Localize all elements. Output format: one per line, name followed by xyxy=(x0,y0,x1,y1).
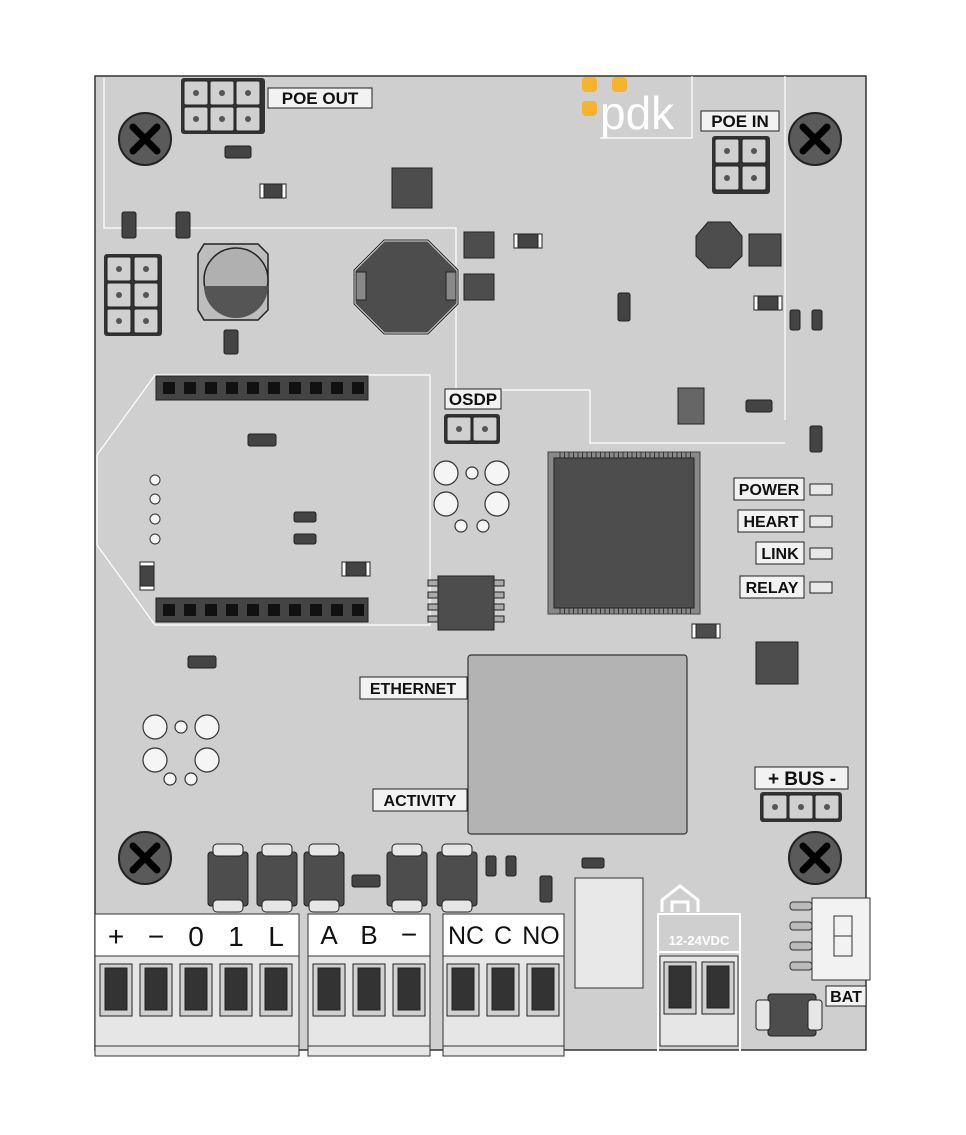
terminal-rs485 xyxy=(307,913,431,1057)
parts-right xyxy=(677,387,799,685)
terminal-reader-minus: − xyxy=(148,921,164,952)
left-header xyxy=(104,254,162,336)
terminal-relay-c: C xyxy=(494,922,512,950)
terminal-rs485-gnd: − xyxy=(401,919,417,950)
led-relay-label: RELAY xyxy=(746,580,799,597)
osdp-label: OSDP xyxy=(449,390,497,409)
poe-out-label: POE OUT xyxy=(282,89,359,108)
terminal-rs485-b: B xyxy=(360,920,377,950)
qfn-chip-top-left xyxy=(391,167,433,209)
poe-in-label-box xyxy=(700,110,780,132)
led-link xyxy=(809,547,833,560)
poe-in-header xyxy=(712,136,770,194)
battery-fuse xyxy=(755,993,823,1037)
poe-out-header xyxy=(181,78,265,134)
terminal-rs485-a: A xyxy=(320,920,338,950)
led-link-label: LINK xyxy=(761,546,799,563)
terminal-relay-nc: NC xyxy=(448,922,484,950)
module-header-top xyxy=(155,375,369,401)
led-relay xyxy=(809,581,833,594)
screw-top-right xyxy=(788,112,842,166)
power-input-label: 12-24VDC xyxy=(669,933,730,948)
terminal-reader xyxy=(94,913,300,1057)
screw-bottom-left xyxy=(118,831,172,885)
terminal-power xyxy=(657,884,741,1065)
led-power xyxy=(809,483,833,496)
hole-cluster-middle xyxy=(433,460,510,533)
power-input-arrow-icon xyxy=(660,884,700,912)
terminal-relay xyxy=(442,913,565,1057)
bus-label-box xyxy=(754,766,849,790)
main-mcu xyxy=(547,451,701,615)
module-small-parts xyxy=(139,433,371,669)
relay xyxy=(574,877,644,989)
electrolytic-capacitor xyxy=(197,243,269,321)
screw-bottom-right xyxy=(788,831,842,885)
hole-cluster-left xyxy=(142,714,220,786)
osdp-header xyxy=(444,414,500,444)
diodes-bottom xyxy=(207,843,605,913)
pdk-logo: pdk xyxy=(582,77,675,139)
terminal-relay-no: NO xyxy=(522,922,560,950)
module-header-bottom xyxy=(155,597,369,623)
activity-label-box xyxy=(372,788,468,812)
ethernet-label: ETHERNET xyxy=(370,681,456,698)
led-power-label: POWER xyxy=(739,482,800,499)
terminal-reader-led: L xyxy=(268,921,284,952)
bus-label: + BUS - xyxy=(768,769,836,790)
led-heart xyxy=(809,515,833,528)
mcu-pins-top xyxy=(559,452,691,614)
chips-center-top xyxy=(463,221,782,301)
led-link-label-box xyxy=(755,541,805,565)
poe-in-label: POE IN xyxy=(711,112,769,131)
led-relay-label-box xyxy=(739,575,805,599)
bat-label: BAT xyxy=(830,989,862,1006)
activity-label: ACTIVITY xyxy=(384,793,457,810)
soic-chip xyxy=(427,575,505,631)
pdk-logo-text: pdk xyxy=(600,87,675,139)
terminal-reader-plus: + xyxy=(108,921,124,952)
battery-switch xyxy=(789,897,871,981)
led-heart-label-box xyxy=(737,509,805,533)
led-heart-label: HEART xyxy=(743,514,798,531)
terminal-reader-d1: 1 xyxy=(228,921,244,952)
poe-out-label-box xyxy=(267,87,373,109)
bat-label-box xyxy=(825,985,867,1007)
terminal-reader-d0: 0 xyxy=(188,921,204,952)
ethernet-module xyxy=(467,654,688,835)
screw-top-left xyxy=(118,112,172,166)
led-indicators: POWER HEART LINK RELAY xyxy=(733,477,833,599)
ethernet-label-box xyxy=(359,676,468,700)
smd-components-top xyxy=(121,145,823,453)
bus-header xyxy=(760,792,842,822)
module-pads xyxy=(149,474,161,545)
osdp-label-box xyxy=(444,388,502,410)
led-power-label-box xyxy=(733,477,805,501)
inductor xyxy=(352,238,460,336)
